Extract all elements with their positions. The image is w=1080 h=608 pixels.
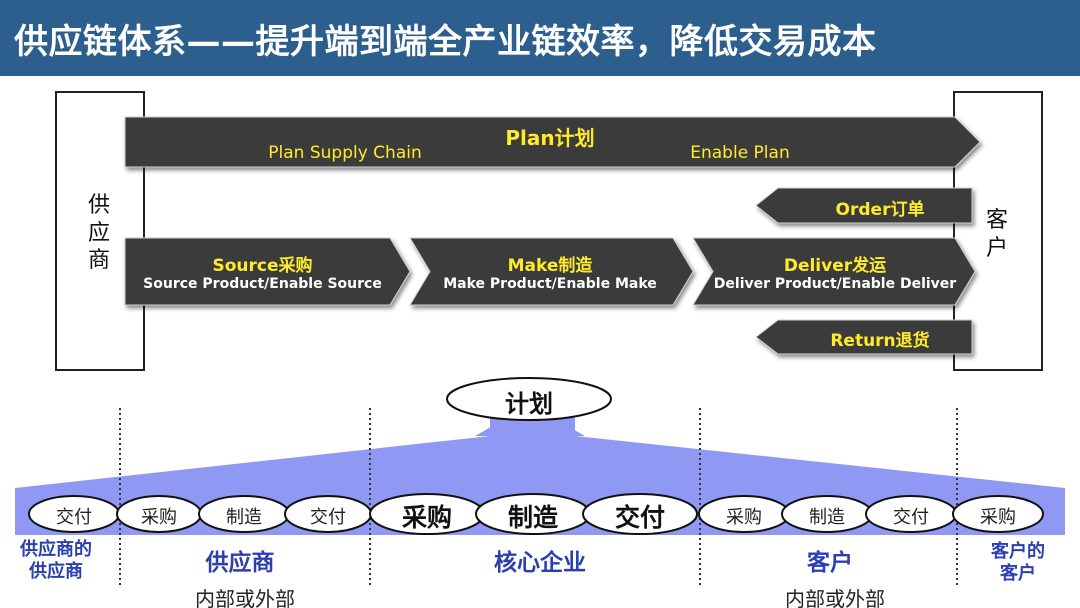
oval-11 [952, 495, 1044, 533]
oval-label-9: 制造 [809, 507, 845, 528]
process-ovals [28, 493, 1044, 535]
supplier-internal-external: 内部或外部 [195, 587, 295, 608]
title-bar: 供应链体系——提升端到端全产业链效率，降低交易成本 [0, 0, 1080, 76]
return-arrow [755, 319, 973, 355]
make-label: Make制造 [507, 256, 593, 276]
deliver-sub: Deliver Product/Enable Deliver [713, 276, 957, 292]
oval-label-1: 交付 [56, 507, 92, 528]
plan-arrow [124, 116, 981, 168]
plan-oval-label: 计划 [505, 390, 553, 418]
section-supplier-of-supplier: 供应商的 供应商 [20, 539, 92, 582]
source-chevron [124, 237, 411, 306]
plan-label: Plan计划 [505, 126, 595, 150]
deliver-chevron [692, 237, 976, 306]
make-sub: Make Product/Enable Make [443, 276, 657, 292]
order-arrow [755, 187, 973, 224]
customer-internal-external: 内部或外部 [785, 587, 885, 608]
supplier-box-label: 供 应 商 [87, 193, 110, 273]
make-chevron [409, 237, 694, 306]
return-label: Return退货 [830, 331, 930, 351]
oval-label-4: 交付 [310, 507, 346, 528]
section-customer: 客户 [807, 550, 853, 576]
oval-label-7: 交付 [614, 503, 665, 532]
oval-label-8: 采购 [726, 507, 762, 528]
oval-label-6: 制造 [507, 503, 558, 532]
source-label: Source采购 [212, 256, 313, 276]
oval-7 [582, 493, 698, 535]
plan-sub-left: Plan Supply Chain [268, 143, 422, 163]
order-label: Order订单 [835, 200, 925, 220]
oval-label-10: 交付 [893, 507, 929, 528]
section-core: 核心企业 [494, 550, 586, 576]
oval-label-5: 采购 [401, 503, 452, 532]
oval-label-3: 制造 [226, 507, 262, 528]
deliver-label: Deliver发运 [783, 256, 887, 276]
section-customer-of-customer: 客户的 客户 [991, 541, 1045, 584]
oval-label-2: 采购 [141, 507, 177, 528]
oval-label-11: 采购 [980, 507, 1016, 528]
customer-box-label: 客 户 [985, 208, 1008, 261]
section-supplier: 供应商 [205, 550, 275, 576]
source-sub: Source Product/Enable Source [143, 276, 382, 292]
plan-sub-right: Enable Plan [690, 143, 790, 163]
plan-oval [446, 377, 612, 421]
page-title: 供应链体系——提升端到端全产业链效率，降低交易成本 [14, 22, 877, 62]
